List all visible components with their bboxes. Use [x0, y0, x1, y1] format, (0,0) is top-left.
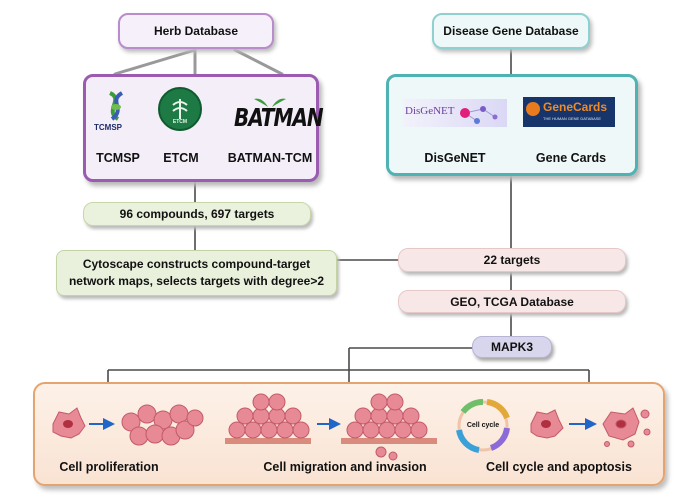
- single-cell-icon: [52, 407, 86, 439]
- genecards-logo: GeneCards THE HUMAN GENE DATABASE: [523, 97, 615, 127]
- tcmsp-logo: TCMSP: [94, 89, 136, 135]
- membrane-icon: [225, 438, 311, 444]
- tcmsp-logo-icon: [108, 91, 124, 121]
- mapk3-text: MAPK3: [490, 340, 533, 354]
- tcmsp-logo-text: TCMSP: [94, 123, 122, 132]
- mapk3-box: MAPK3: [472, 336, 552, 358]
- herb-database-title-box: Herb Database: [118, 13, 274, 49]
- cell-cycle-icon: [456, 399, 510, 453]
- herb-sources-box: TCMSP ETCM BATMAN TCMSP ETCM BATMAN-TCM: [83, 74, 324, 182]
- compounds-text: 96 compounds, 697 targets: [119, 207, 275, 221]
- cell-cycle-label: Cell cycle: [466, 422, 500, 429]
- herb-database-title: Herb Database: [153, 24, 239, 38]
- cytoscape-box: Cytoscape constructs compound-target net…: [56, 250, 337, 296]
- genecards-badge-icon: [526, 102, 540, 116]
- outcomes-panel: Cell cycle Cell proliferation Cell migra…: [33, 382, 665, 486]
- compounds-box: 96 compounds, 697 targets: [83, 202, 311, 226]
- etcm-logo-icon: [172, 99, 188, 119]
- genecards-logo-subtext: THE HUMAN GENE DATABASE: [543, 116, 602, 121]
- geo-tcga-box: GEO, TCGA Database: [398, 290, 626, 313]
- disgenet-label: DisGeNET: [424, 151, 486, 165]
- disease-sources-box: DisGeNET GeneCards THE HUMAN GENE DATABA…: [386, 74, 638, 176]
- outcomes-illustrations: [52, 393, 651, 461]
- disease-database-title: Disease Gene Database: [443, 24, 579, 38]
- batman-logo: BATMAN: [232, 95, 324, 135]
- etcm-logo-text: ETCM: [172, 119, 188, 125]
- cell-cycle-apoptosis-label: Cell cycle and apoptosis: [486, 460, 632, 474]
- cell-migration-label: Cell migration and invasion: [263, 460, 427, 474]
- batman-logo-text: BATMAN: [234, 102, 324, 132]
- geo-tcga-text: GEO, TCGA Database: [450, 294, 574, 309]
- invaded-membrane-icon: [341, 438, 437, 444]
- invading-cells-icon: [346, 393, 428, 461]
- cytoscape-line-1: Cytoscape constructs compound-target: [82, 257, 311, 271]
- disease-database-title-box: Disease Gene Database: [432, 13, 590, 49]
- apoptotic-cell-icon: [602, 407, 651, 448]
- apoptosis-start-cell-icon: [530, 409, 564, 439]
- batman-leaf-icon: [254, 98, 286, 107]
- disgenet-network-icon: [460, 106, 498, 124]
- targets-box: 22 targets: [398, 248, 626, 272]
- cell-mound-icon: [228, 393, 310, 439]
- disgenet-logo: DisGeNET: [403, 99, 507, 127]
- batman-tcm-label: BATMAN-TCM: [227, 151, 313, 165]
- cell-cluster-icon: [121, 404, 204, 446]
- etcm-label: ETCM: [163, 151, 199, 165]
- genecards-logo-text: GeneCards: [543, 100, 608, 114]
- disgenet-logo-text: DisGeNET: [405, 105, 455, 117]
- tcmsp-label: TCMSP: [96, 151, 140, 165]
- genecards-label: Gene Cards: [535, 151, 607, 165]
- cell-proliferation-label: Cell proliferation: [59, 460, 159, 474]
- cytoscape-line-2: network maps, selects targets with degre…: [68, 274, 325, 288]
- targets-text: 22 targets: [483, 253, 541, 267]
- etcm-logo: ETCM: [158, 87, 202, 131]
